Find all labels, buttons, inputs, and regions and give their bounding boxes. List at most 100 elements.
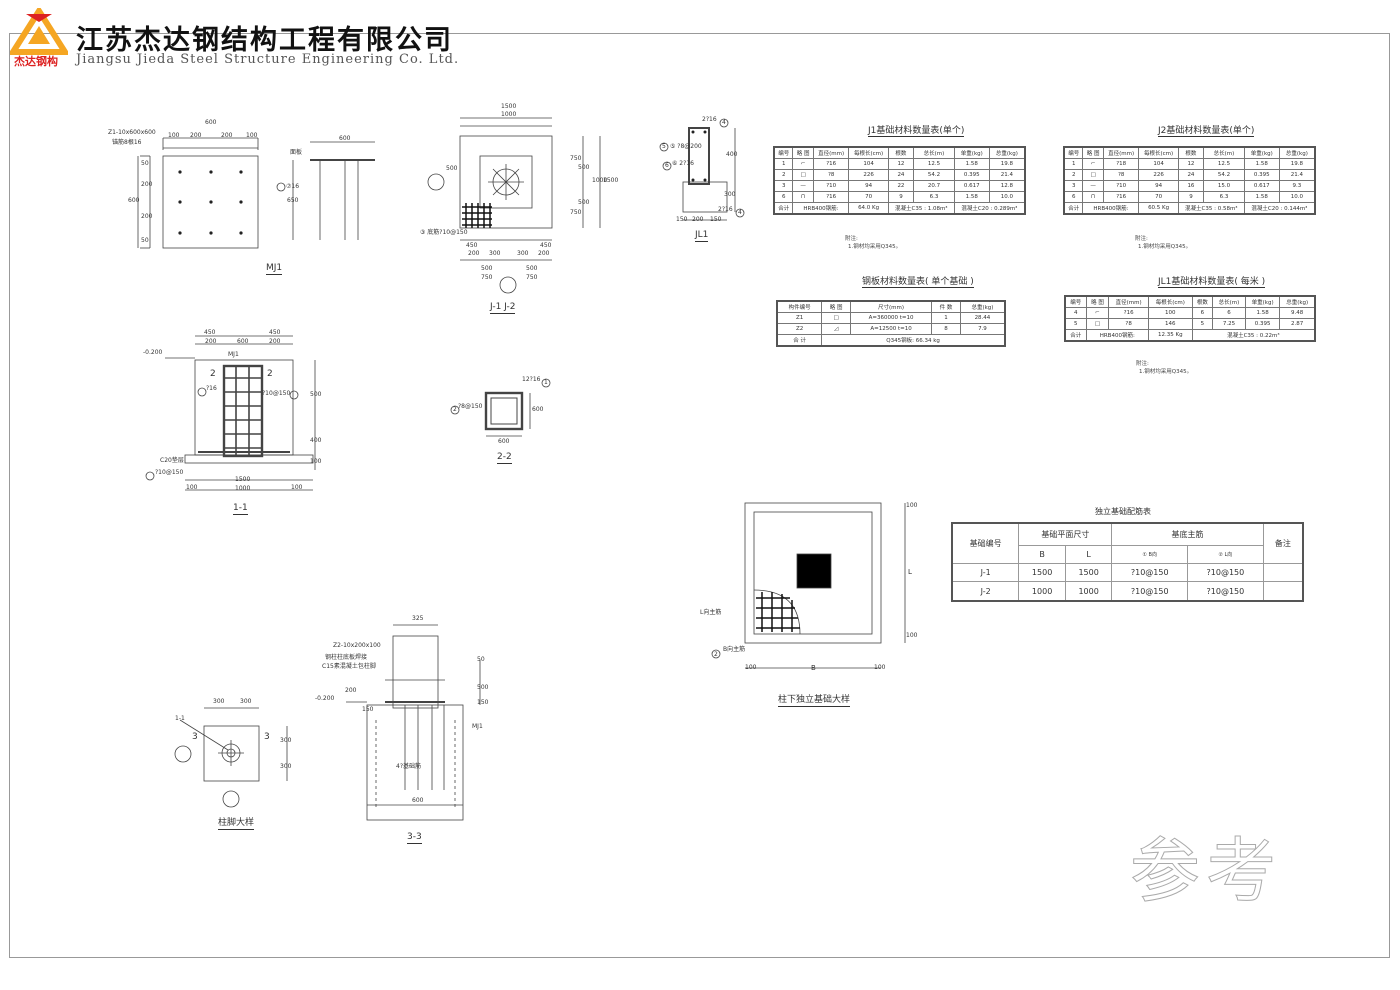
j-dim-right: 500 — [578, 164, 590, 171]
foundation-table-title: 独立基础配筋表 — [1095, 507, 1151, 516]
cell: 9 — [887, 191, 915, 203]
col-header: 构件编号 — [776, 300, 823, 313]
cell: 12.8 — [988, 180, 1026, 192]
s22-dim-b: 600 — [498, 438, 510, 445]
j-dim-outer: 1500 — [501, 103, 517, 110]
col-header: 基底主筋 — [1111, 522, 1264, 547]
j2-note-title: 附注: — [1135, 236, 1148, 242]
cell: Q345钢板: 66.34 kg — [821, 334, 1006, 347]
mj1-side-h: 650 — [287, 197, 299, 204]
col-header: 每根长(cm) — [1147, 295, 1193, 308]
s11-pile: C20垫层 — [160, 457, 184, 464]
cell: 5 — [1191, 318, 1214, 330]
j1-material-table: 编号略 图直径(mm)每根长(cm)根数总长(m)单重(kg)总重(kg) 1⌐… — [773, 146, 1026, 215]
cell: 7.9 — [959, 323, 1006, 335]
s11-dim-bottom: 1000 — [235, 485, 251, 492]
col-header: 根数 — [1191, 295, 1214, 308]
cell: ?10@150 — [1111, 563, 1189, 583]
col-header: B — [1018, 545, 1066, 565]
section-3-3-drawing — [346, 624, 481, 821]
cell: 6 — [1063, 191, 1084, 203]
j-dim-bottom: 300 — [517, 250, 529, 257]
col-header: 单重(kg) — [953, 146, 990, 159]
cell: 20.7 — [913, 180, 955, 192]
col-header: 总重(kg) — [988, 146, 1026, 159]
col-header: 单重(kg) — [1244, 295, 1281, 308]
j-dim-bottom: 450 — [540, 242, 552, 249]
sketch-cell: — — [792, 180, 814, 192]
cell: 0.617 — [953, 180, 990, 192]
jl1-note-title: 附注: — [1136, 361, 1149, 367]
j-dim-bottom: 200 — [468, 250, 480, 257]
col-header: 每根长(cm) — [1138, 146, 1179, 159]
s22-top-label: 12?16 — [522, 376, 541, 383]
j-dim-bottom: 450 — [466, 242, 478, 249]
cell: 0.395 — [953, 169, 990, 181]
mj1-dim-left: 50 — [141, 237, 149, 244]
cell: 合计 — [1064, 329, 1087, 342]
sketch-cell: — — [1082, 180, 1104, 192]
col-header: 尺寸(mm) — [850, 300, 933, 313]
cell: ?10 — [812, 180, 850, 192]
j1-note-title: 附注: — [845, 236, 858, 242]
cell: 28.44 — [959, 312, 1006, 324]
cell: 0.617 — [1243, 180, 1280, 192]
cell: 1 — [1063, 158, 1084, 170]
cell: 1.58 — [1243, 191, 1280, 203]
cf-edge: 100 — [874, 664, 886, 671]
cf-edge-r: 100 — [906, 632, 918, 639]
cell: 15.0 — [1203, 180, 1245, 192]
jl1-dim: 200 — [692, 216, 704, 223]
cf-edge-r: 100 — [906, 502, 918, 509]
sketch-cell: □ — [1082, 169, 1104, 181]
cell: ?10 — [1102, 180, 1140, 192]
cell: 21.4 — [1278, 169, 1316, 181]
cell: ?8 — [1102, 169, 1140, 181]
jl1-dim: 150 — [676, 216, 688, 223]
s33-dim-r: 500 — [477, 684, 489, 691]
cf-edge: 100 — [745, 664, 757, 671]
cell: ?10@150 — [1111, 581, 1189, 602]
cell: 94 — [848, 180, 889, 192]
cell: A=360000 t=10 — [850, 312, 933, 324]
s33-dim-b: 600 — [412, 797, 424, 804]
j1-j2-plan-drawing — [427, 117, 601, 294]
cell: 9 — [1177, 191, 1205, 203]
s11-right-label: ?10@150 — [262, 390, 291, 397]
j-dim-bottom2: 750 — [481, 274, 493, 281]
cell: 24 — [887, 169, 915, 181]
cell: 6 — [773, 191, 794, 203]
jl1-label: ⑥ 2?16 — [672, 160, 694, 167]
j-dim-right: 500 — [578, 199, 590, 206]
cell: 64.0 Kg — [848, 202, 889, 215]
cell: ?18 — [1102, 158, 1140, 170]
company-name-cn: 江苏杰达钢结构工程有限公司 — [76, 25, 453, 56]
cell: 混凝土C20 : 0.289m³ — [953, 202, 1026, 215]
cf-b-label: B向主筋 — [723, 646, 746, 653]
cell: 0.395 — [1243, 169, 1280, 181]
cf-l-label: L向主筋 — [700, 609, 722, 616]
s11-bottom: ?10@150 — [155, 469, 184, 476]
mj1-plan-drawing — [137, 137, 375, 249]
col-header: 基础编号 — [951, 522, 1020, 565]
cz-caption: 柱脚大样 — [218, 815, 255, 830]
sketch-cell: ⌐ — [1082, 158, 1104, 170]
mj1-dim: 200 — [221, 132, 233, 139]
col-header: 略 图 — [821, 300, 852, 313]
sketch-cell: ⊓ — [792, 191, 814, 203]
cell: 1 — [773, 158, 794, 170]
cz-dim-r: 300 — [280, 737, 292, 744]
s11-dim-right: 100 — [310, 458, 322, 465]
col-header: 总重(kg) — [1279, 295, 1316, 308]
col-header: 单重(kg) — [1243, 146, 1280, 159]
s22-left-label: ?8@150 — [458, 403, 483, 410]
mj1-bolt-label: 锚筋8根16 — [112, 139, 142, 146]
cell: 12.5 — [913, 158, 955, 170]
table-header-row: 构件编号略 图尺寸(mm)件 数总重(kg) — [776, 300, 1006, 313]
cell: 6 — [1212, 307, 1246, 319]
cell: 3 — [1063, 180, 1084, 192]
